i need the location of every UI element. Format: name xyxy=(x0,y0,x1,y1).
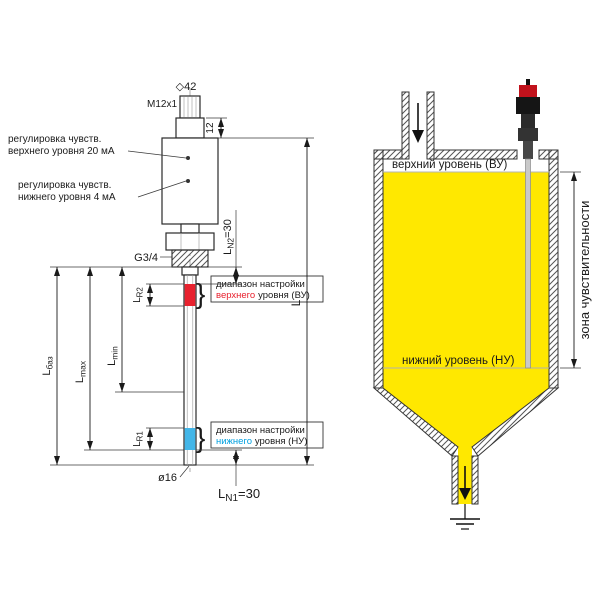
sensitivity-zone-label: зона чувствительности xyxy=(577,201,592,340)
lower-level-label: нижний уровень (НУ) xyxy=(402,355,515,367)
sensor-probe-in-tank xyxy=(525,158,531,369)
outlet-flow-arrow xyxy=(459,466,471,500)
probe-diameter-callout: ø16 xyxy=(158,465,190,484)
svg-text:LN2=30: LN2=30 xyxy=(222,219,236,255)
dim-l-total: L xyxy=(289,138,310,465)
neck xyxy=(180,223,200,234)
connector-knurl-lines xyxy=(183,97,197,117)
dim-lbaz: Lбаз xyxy=(41,267,60,465)
upper-level-label: верхний уровень (ВУ) xyxy=(392,159,508,171)
svg-text:Lmin: Lmin xyxy=(106,346,120,366)
dim-ln2: LN2=30 xyxy=(222,210,239,284)
lower-adjust-note-line2: нижнего уровня 4 мА xyxy=(18,192,116,203)
connector-stud xyxy=(179,95,201,119)
sensor-connector xyxy=(516,97,540,114)
dim-lr1: LR1 xyxy=(132,428,153,450)
sensitivity-zone-dimension: зона чувствительности xyxy=(560,171,592,369)
outlet-pipe-wall-left xyxy=(451,455,459,505)
lower-range-text-line1: диапазон настройки xyxy=(216,425,305,436)
lower-range-brace: } xyxy=(196,422,205,453)
tank-schematic: верхний уровень (ВУ) нижний уровень (НУ) xyxy=(372,79,592,530)
hex-nut xyxy=(165,232,215,251)
sensor-tip xyxy=(526,79,530,85)
lower-adjust-screw xyxy=(186,179,190,183)
upper-adjust-note-line1: регулировка чувств. xyxy=(8,134,101,145)
mount-thread-collar xyxy=(171,249,209,268)
tank-walls xyxy=(372,91,560,505)
lower-adjust-leader xyxy=(137,180,187,198)
connector-height-dim-label: 12 xyxy=(205,122,216,134)
lower-range-rest: уровня (НУ) xyxy=(255,436,308,447)
upper-adjust-note-line2: верхнего уровня 20 мА xyxy=(8,146,115,157)
dim-lr2: LR2 xyxy=(132,284,153,306)
svg-text:L: L xyxy=(289,299,303,306)
upper-range-text-line1: диапазон настройки xyxy=(216,279,305,290)
liquid-fill xyxy=(383,172,549,504)
probe-adapter xyxy=(181,266,199,276)
connector-body xyxy=(175,117,205,139)
outlet-pipe-wall-right xyxy=(471,455,479,505)
sensor-gland xyxy=(523,141,533,159)
inlet-pipe-wall-right xyxy=(426,91,435,160)
mount-thread-label: G3/4 xyxy=(134,252,158,264)
svg-text:LR1: LR1 xyxy=(132,431,145,447)
svg-text:Lmax: Lmax xyxy=(74,360,88,383)
svg-text:LN1=30: LN1=30 xyxy=(218,486,260,504)
dim-lmin: Lmin xyxy=(106,267,125,392)
inlet-pipe-wall-left xyxy=(401,91,410,160)
upper-range-band xyxy=(184,284,196,306)
upper-range-rest: уровня (ВУ) xyxy=(258,290,310,301)
connector-height-dimension: 12 xyxy=(205,117,227,138)
sensor-cap xyxy=(519,85,537,97)
cone-wall-right xyxy=(471,387,560,457)
upper-range-brace: } xyxy=(196,278,205,309)
probe-diameter-label: ø16 xyxy=(158,472,177,484)
cone-wall-left xyxy=(372,387,459,457)
top-thread-label: M12x1 xyxy=(147,99,177,110)
sensor-stem xyxy=(521,114,535,128)
wrench-size-label: ◇42 xyxy=(176,81,197,93)
mounted-sensor xyxy=(516,79,540,369)
upper-adjust-leader xyxy=(127,150,187,159)
inlet-flow-arrow xyxy=(412,103,424,143)
upper-range-word: верхнего xyxy=(216,290,255,301)
svg-text:Lбаз: Lбаз xyxy=(41,356,55,375)
lower-range-word: нижнего xyxy=(216,436,252,447)
upper-adjust-screw xyxy=(186,156,190,160)
lower-adjust-note-line1: регулировка чувств. xyxy=(18,180,111,191)
svg-text:LR2: LR2 xyxy=(132,287,145,303)
dim-ln1: LN1=30 xyxy=(218,450,260,504)
sensor-nut xyxy=(518,128,538,141)
lower-range-band xyxy=(184,428,196,450)
sensor-dimension-drawing: ◇42 M12x1 12 регулировка чувств. верхнег… xyxy=(8,81,324,504)
dim-lmax: Lmax xyxy=(74,267,93,450)
ground-symbol xyxy=(450,504,480,530)
